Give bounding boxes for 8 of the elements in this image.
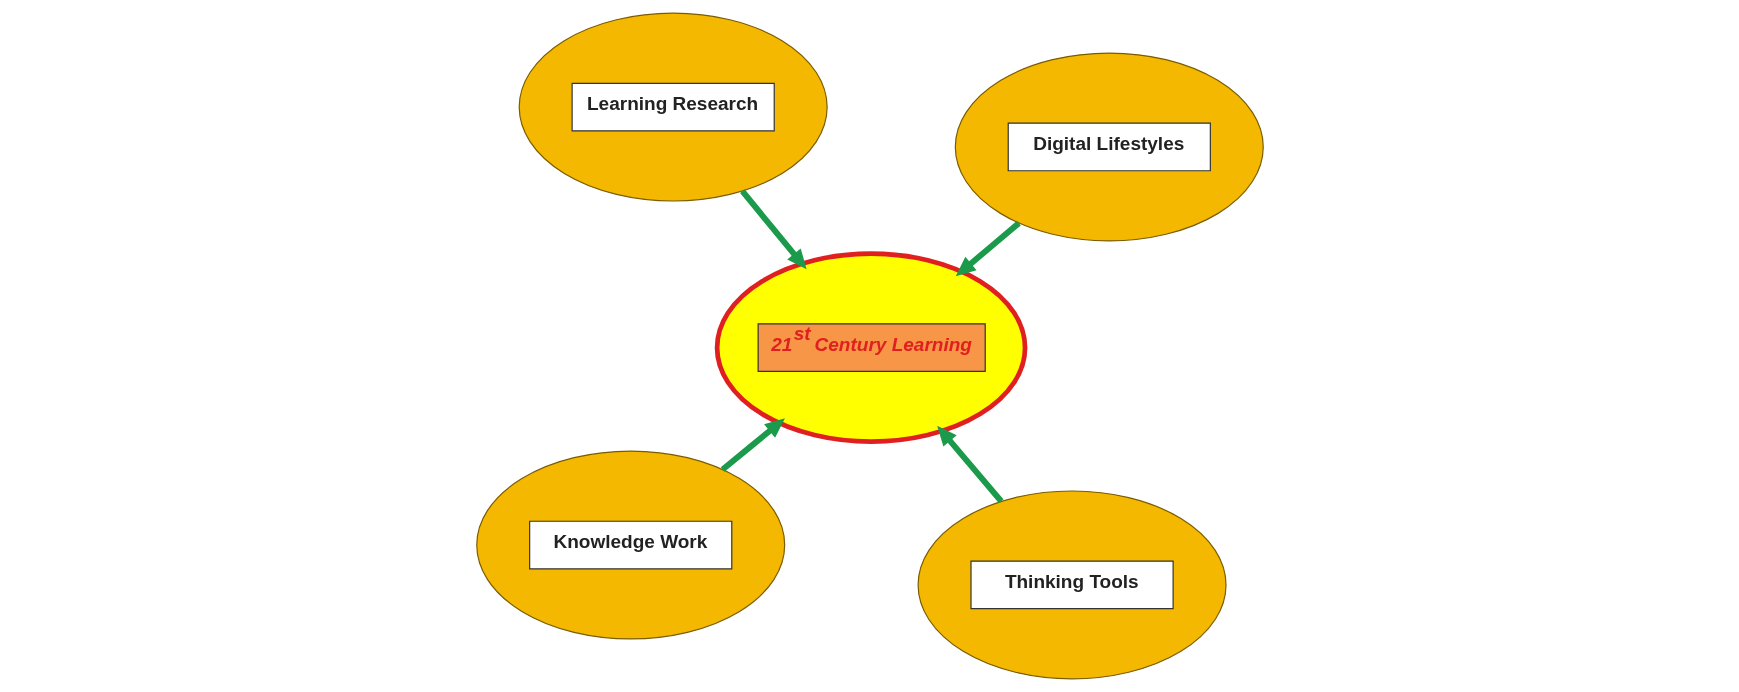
arrow	[936, 425, 1003, 504]
arrow	[955, 220, 1021, 277]
node-ellipse: Learning Research	[518, 12, 828, 202]
node-ellipse: Thinking Tools	[917, 490, 1227, 680]
node-ellipse: Digital Lifestyles	[954, 52, 1264, 242]
node-ellipse: Knowledge Work	[475, 450, 785, 640]
arrow	[739, 189, 807, 270]
arrow	[720, 418, 785, 472]
